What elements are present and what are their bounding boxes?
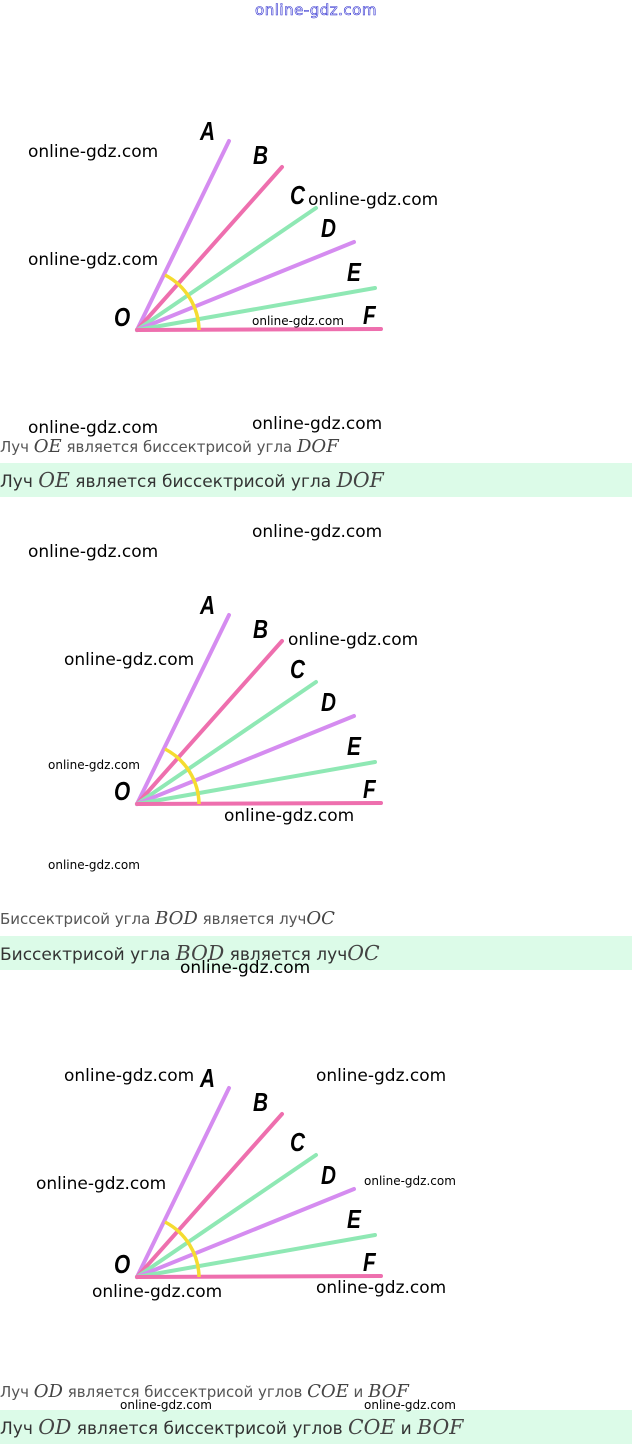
ray-OA [135,139,231,332]
ray-OF [135,1274,383,1279]
point-label-E: E [347,732,362,761]
ray-OD [135,714,356,806]
point-label-O: O [114,303,130,332]
watermark: online-gdz.com [64,650,195,670]
point-label-D: D [321,688,336,717]
watermark: online-gdz.com [364,1174,456,1188]
ray-OF [135,327,383,332]
watermark: online-gdz.com [364,1398,456,1412]
ray-OC [135,206,318,332]
watermark: online-gdz.com [180,958,311,978]
point-label-C: C [290,181,306,210]
watermark: online-gdz.com [92,1282,223,1302]
point-label-E: E [347,1205,362,1234]
point-label-F: F [363,775,376,804]
ray-OC [135,1153,318,1279]
answer-text-2: Биссектрисой угла BOD является лучOC [0,908,335,929]
watermark: online-gdz.com [28,418,159,438]
ray-OB [135,165,284,332]
ray-OA [135,613,231,806]
answer-text-3: Луч OD является биссектрисой углов COE и… [0,1381,409,1402]
point-label-A: A [199,117,215,146]
point-label-E: E [347,258,362,287]
watermark: online-gdz.com [48,858,140,872]
point-label-F: F [363,1248,376,1277]
point-label-A: A [199,1064,215,1093]
ray-OC [135,680,318,806]
watermark: online-gdz.com [28,250,159,270]
watermark: online-gdz.com [120,1398,212,1412]
watermark: online-gdz.com [316,1066,447,1086]
point-label-C: C [290,655,306,684]
point-label-O: O [114,777,130,806]
watermark: online-gdz.com [36,1174,167,1194]
angle-arc [164,1220,201,1278]
answer-highlight-2: Биссектрисой угла BOD является лучOC [0,936,632,970]
watermark: online-gdz.com [64,1066,195,1086]
watermark: online-gdz.com [48,758,140,772]
point-label-A: A [199,591,215,620]
ray-OE [135,286,377,332]
site-header[interactable]: online-gdz.com [255,1,377,20]
watermark: online-gdz.com [252,314,344,328]
ray-OF [135,801,383,806]
ray-OB [135,1112,284,1279]
point-label-B: B [253,141,268,170]
watermark: online-gdz.com [224,806,355,826]
angle-arc [164,747,201,805]
ray-OD [135,240,356,332]
point-label-D: D [321,1161,336,1190]
ray-OB [135,639,284,806]
point-label-B: B [253,615,268,644]
ray-OE [135,760,377,806]
watermark: online-gdz.com [316,1278,447,1298]
point-label-B: B [253,1088,268,1117]
watermark: online-gdz.com [308,190,439,210]
angle-arc [164,273,201,331]
point-label-D: D [321,214,336,243]
point-label-C: C [290,1128,306,1157]
point-label-O: O [114,1250,130,1279]
point-label-F: F [363,301,376,330]
answer-highlight-3: Луч OD является биссектрисой углов COE и… [0,1410,632,1444]
answer-highlight-1: Луч OE является биссектрисой угла DOF [0,463,632,497]
ray-OD [135,1187,356,1279]
watermark: online-gdz.com [288,630,419,650]
ray-OA [135,1086,231,1279]
ray-OE [135,1233,377,1279]
watermark: online-gdz.com [252,414,383,434]
watermark: online-gdz.com [28,542,159,562]
answer-text-1: Луч OE является биссектрисой угла DOF [0,436,339,457]
watermark: online-gdz.com [252,522,383,542]
watermark: online-gdz.com [28,142,159,162]
